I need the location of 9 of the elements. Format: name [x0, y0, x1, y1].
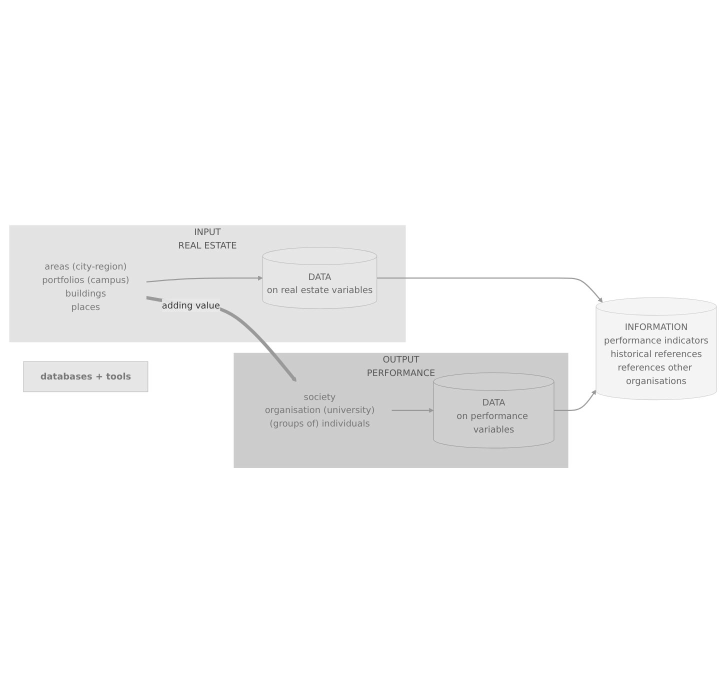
edge-label: adding value: [162, 300, 220, 311]
arrow: [146, 276, 263, 283]
arrow: [554, 390, 596, 412]
arrow: [146, 296, 297, 382]
node-text: areas (city-region) portfolios (campus) buildings places: [42, 262, 130, 313]
arrow: [392, 408, 434, 414]
node-box: databases + tools: [23, 362, 148, 392]
node-text: society organisation (university) (groups of) individuals: [264, 392, 375, 430]
arrow: [376, 278, 603, 304]
